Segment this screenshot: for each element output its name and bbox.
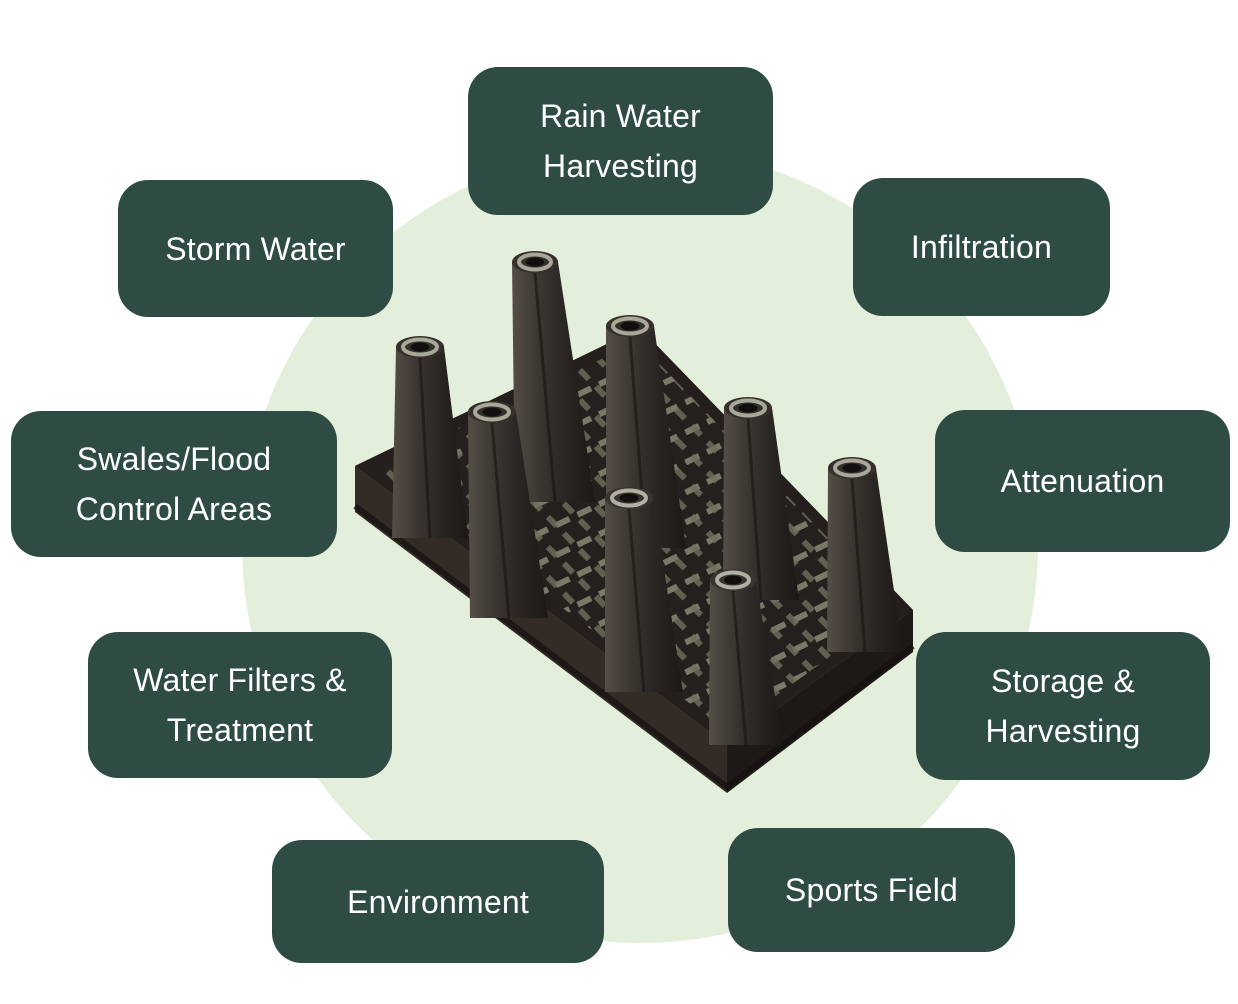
label-line: Rain Water — [540, 98, 701, 134]
label-line: Swales/Flood — [76, 441, 272, 477]
label-storm-water: Storm Water — [118, 180, 393, 317]
label-infiltration: Infiltration — [853, 178, 1110, 316]
label-water-filters-treatment: Water Filters & Treatment — [88, 632, 392, 778]
label-environment: Environment — [272, 840, 604, 963]
label-line: Harvesting — [543, 148, 698, 184]
label-line: Attenuation — [1000, 463, 1165, 499]
crate-slab-right — [727, 610, 913, 793]
label-line: Sports Field — [784, 872, 959, 908]
stormwater-crate-image — [353, 251, 915, 793]
label-line: Environment — [347, 883, 529, 920]
label-swales-flood-control-areas: Swales/Flood Control Areas — [11, 411, 337, 557]
label-line: Storage & — [990, 663, 1136, 699]
label-line: Infiltration — [910, 229, 1053, 265]
label-sports-field: Sports Field — [728, 828, 1015, 952]
label-line: Storm Water — [165, 230, 346, 267]
label-line: Water Filters & — [133, 662, 347, 698]
label-storage-harvesting: Storage & Harvesting — [916, 632, 1210, 780]
crate-columns — [392, 251, 903, 746]
crate-slab-left — [355, 466, 727, 793]
label-attenuation: Attenuation — [935, 410, 1230, 552]
label-rain-water-harvesting: Rain Water Harvesting — [468, 67, 773, 215]
label-line: Treatment — [166, 712, 314, 748]
label-line: Control Areas — [75, 491, 273, 527]
label-line: Harvesting — [985, 713, 1141, 749]
